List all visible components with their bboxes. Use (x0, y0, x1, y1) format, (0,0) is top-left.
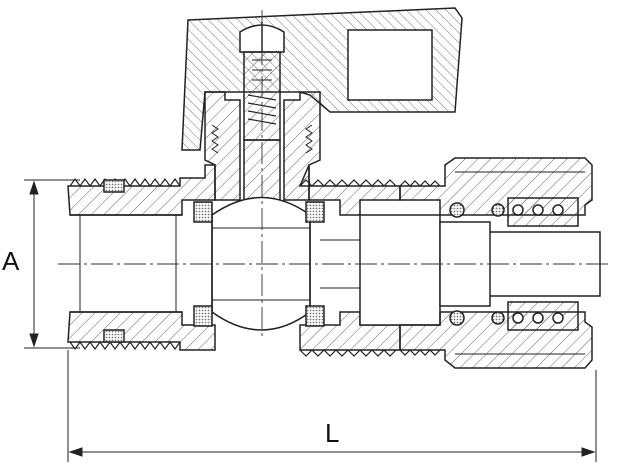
gland-nut (204, 91, 321, 201)
outlet-bore (320, 214, 441, 326)
dimension-a-label: A (2, 246, 20, 276)
inlet-orings (103, 179, 125, 343)
ball-seals (193, 201, 325, 327)
dimension-a (24, 179, 80, 349)
dimension-l (67, 350, 597, 462)
valve-body (67, 164, 401, 357)
dimension-l-label: L (325, 418, 340, 448)
